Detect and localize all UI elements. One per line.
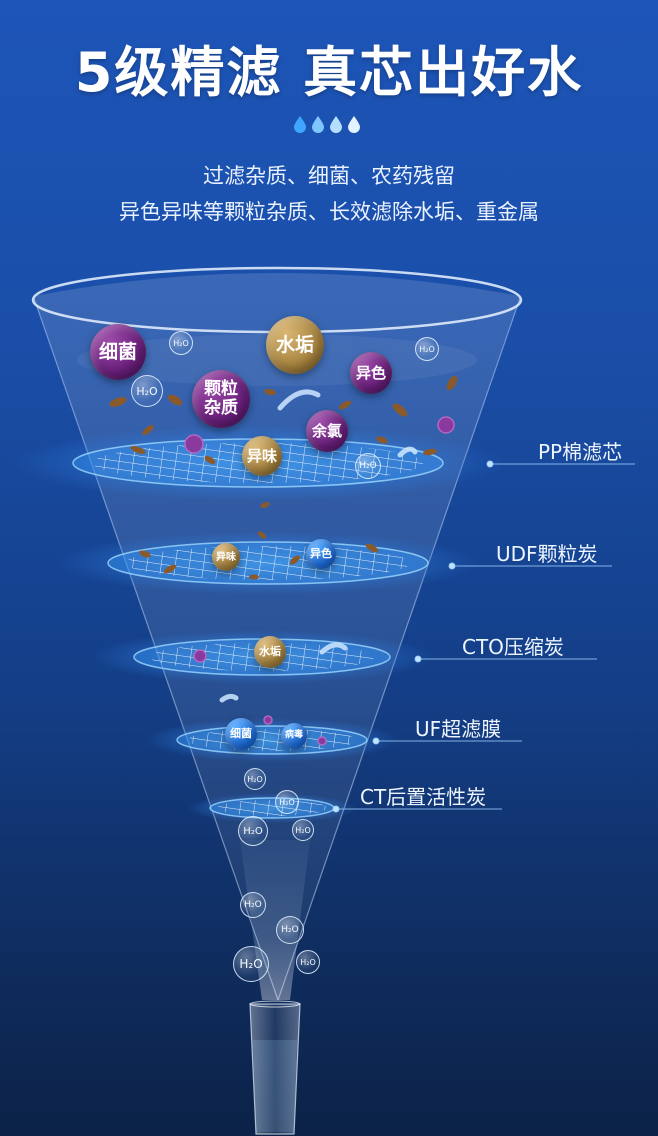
contaminant-color-small: 异色: [306, 539, 336, 569]
h2o-bubble: H₂O: [240, 892, 266, 918]
h2o-bubble: H₂O: [169, 331, 193, 355]
water-drops-decoration: [293, 115, 365, 135]
contaminant-odor: 异味: [242, 436, 282, 476]
contaminant-odor-small: 异味: [212, 543, 240, 571]
subtitle-line-2: 异色异味等颗粒杂质、长效滤除水垢、重金属: [119, 200, 539, 224]
h2o-bubble: H₂O: [238, 816, 268, 846]
h2o-bubble: H₂O: [355, 453, 381, 479]
contaminant-scale: 水垢: [266, 316, 324, 374]
subtitle-line-1: 过滤杂质、细菌、农药残留: [203, 164, 455, 188]
water-drop-icon: [312, 116, 324, 133]
water-glass: [249, 1000, 301, 1135]
h2o-bubble: H₂O: [233, 946, 269, 982]
water-drop-icon: [348, 116, 360, 133]
contaminant-bacteria: 细菌: [90, 324, 146, 380]
stage-label-uf: UF超滤膜: [415, 717, 502, 741]
h2o-bubble: H₂O: [244, 768, 266, 790]
h2o-bubble: H₂O: [131, 375, 163, 407]
contaminant-particles: 颗粒杂质: [192, 370, 250, 428]
page-title: 5级精滤 真芯出好水: [74, 41, 584, 104]
h2o-bubble: H₂O: [275, 790, 299, 814]
contaminant-color: 异色: [350, 352, 392, 394]
filter-disc-udf: [58, 531, 478, 595]
filter-disc-ct: [187, 793, 357, 823]
bacteria-squiggles: [219, 389, 418, 703]
contaminant-chlorine: 余氯: [306, 410, 348, 452]
h2o-bubble: H₂O: [276, 916, 304, 944]
stage-label-udf: UDF颗粒炭: [496, 542, 598, 566]
contaminant-virus: 病毒: [281, 723, 307, 749]
contaminant-scale-small: 水垢: [254, 636, 286, 668]
stage-label-ct: CT后置活性炭: [360, 785, 487, 809]
label-pointers: [332, 460, 635, 813]
contaminant-bacteria-small: 细菌: [225, 718, 257, 750]
h2o-bubble: H₂O: [292, 819, 314, 841]
filter-disc-uf: [144, 718, 400, 762]
virus-particles: [184, 416, 455, 746]
water-drop-icon: [330, 116, 342, 133]
h2o-bubble: H₂O: [296, 950, 320, 974]
debris-particles: [109, 375, 458, 580]
water-drop-icon: [294, 116, 306, 133]
stage-label-cto: CTO压缩炭: [462, 635, 564, 659]
stage-label-pp: PP棉滤芯: [538, 440, 623, 464]
h2o-bubble: H₂O: [415, 337, 439, 361]
